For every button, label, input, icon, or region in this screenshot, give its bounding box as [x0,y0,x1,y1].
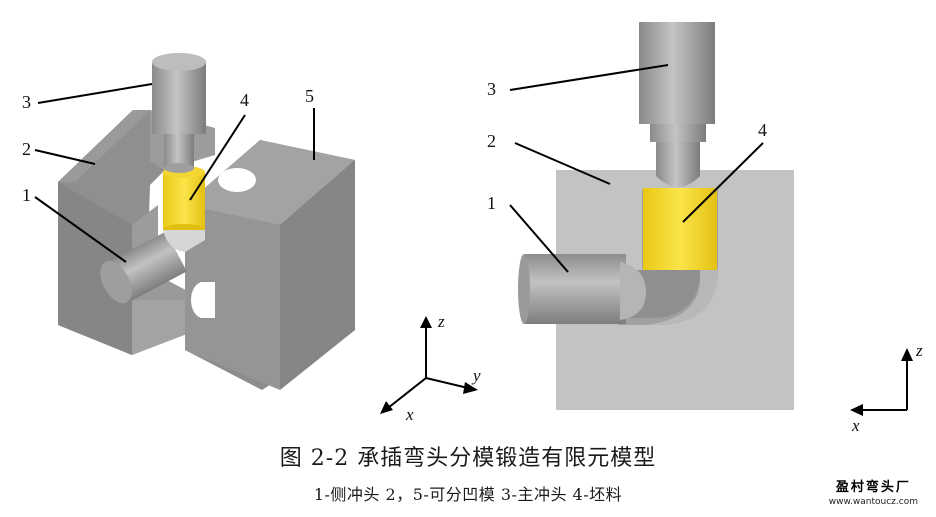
leader-line-4-right [682,142,764,223]
axis-x-left: x [405,405,414,424]
label-1-right: 1 [487,193,496,213]
leader-line-1-left [34,196,127,263]
side-punch-right [518,254,646,324]
billet-left [163,166,205,252]
leader-line-2-left [34,149,96,165]
label-4-right: 4 [758,120,767,140]
leader-lines-left [34,83,315,263]
axis-triad-left [380,316,478,414]
right-die-block [185,140,355,390]
main-punch-left [152,53,206,173]
axis-x-right: x [851,416,860,435]
label-5-left: 5 [305,86,314,106]
side-punch-left [100,231,187,304]
label-1-left: 1 [22,185,31,205]
left-model: 3 2 1 4 5 z y x [22,53,481,424]
label-2-left: 2 [22,139,31,159]
right-model: 3 2 1 4 z x [487,22,923,435]
figure-caption-title: 图 2-2 承插弯头分模锻造有限元模型 [279,446,657,471]
leader-line-3-left [37,83,153,104]
label-3-left: 3 [22,92,31,112]
leader-line-2-right [514,142,611,185]
label-2-right: 2 [487,131,496,151]
leader-line-1-right [509,204,569,273]
label-4-left: 4 [240,90,249,110]
watermark-name: 盈村弯头厂 [835,480,911,495]
axis-y-left: y [471,366,481,385]
watermark-url: www.wantoucz.com [828,497,918,507]
leader-lines-right [509,64,764,273]
axis-z-left: z [437,312,445,331]
figure-caption-legend: 1-侧冲头 2，5-可分凹模 3-主冲头 4-坯料 [313,485,623,504]
leader-line-4-left [189,114,246,201]
main-punch-right [639,22,715,187]
label-3-right: 3 [487,79,496,99]
axis-z-right: z [915,341,923,360]
leader-line-3-right [509,64,669,91]
axis-pair-right [850,348,913,416]
watermark: 盈村弯头厂 www.wantoucz.com [829,476,918,507]
